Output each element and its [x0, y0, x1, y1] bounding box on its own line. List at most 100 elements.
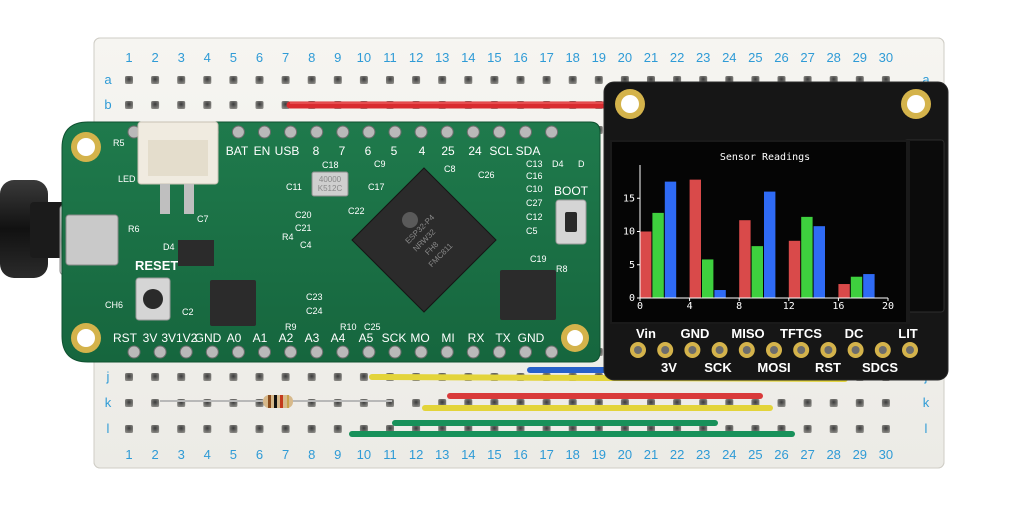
- display-pin: [851, 346, 860, 354]
- bottom-pin-label: RST: [113, 331, 138, 345]
- flash-chip: [500, 270, 556, 320]
- column-number-bottom: 8: [308, 447, 315, 462]
- chart-bar: [850, 276, 863, 298]
- top-pin-label: 4: [419, 144, 426, 158]
- breadboard-hole: [386, 76, 394, 84]
- breadboard-hole: [151, 399, 160, 407]
- regulator: [178, 240, 214, 266]
- column-number-bottom: 11: [383, 447, 397, 462]
- breadboard-hole: [412, 399, 421, 407]
- esp32-p4-chip: ESP32-P4 NRW32 FH8 FMC811: [351, 167, 497, 313]
- bottom-pin-label: A0: [227, 331, 242, 345]
- crystal-text: 40000: [319, 175, 342, 184]
- label-r5: R5: [113, 138, 125, 148]
- column-number-top: 3: [178, 50, 185, 65]
- column-number-bottom: 26: [774, 447, 788, 462]
- column-number-top: 27: [800, 50, 814, 65]
- column-number-bottom: 4: [204, 447, 211, 462]
- bottom-pin-label: 3V: [143, 331, 158, 345]
- display-pin-label-top: Vin: [636, 326, 656, 341]
- top-pin-label: 5: [391, 144, 398, 158]
- crystal: [311, 171, 349, 197]
- header-pin: [336, 345, 350, 359]
- red-jumper-wire-top: [286, 101, 634, 109]
- display-pin-label-top: MISO: [731, 326, 764, 341]
- column-number-bottom: 10: [357, 447, 371, 462]
- display-header-pins: [630, 342, 918, 358]
- top-pin-label: 25: [441, 144, 455, 158]
- header-pin: [179, 345, 193, 359]
- column-number-top: 11: [383, 50, 397, 65]
- breadboard-hole: [151, 101, 160, 109]
- display-pin: [797, 346, 806, 354]
- label-c27: C27: [526, 198, 543, 208]
- header-pin: [205, 345, 219, 359]
- header-pin: [519, 125, 532, 139]
- bottom-pin-label: MO: [410, 331, 429, 345]
- jst-battery-connector: [137, 121, 219, 214]
- display-pin: [770, 346, 778, 354]
- breadboard-hole: [803, 399, 812, 407]
- label-d4b: D4: [552, 159, 564, 169]
- header-pin: [388, 125, 402, 139]
- chart-bar: [751, 246, 763, 298]
- column-number-bottom: 2: [151, 447, 158, 462]
- breadboard-hole: [229, 76, 238, 84]
- x-tick-label: 12: [783, 301, 795, 312]
- resistor: [160, 395, 392, 408]
- breadboard-hole: [151, 425, 160, 433]
- x-tick-label: 16: [832, 301, 844, 312]
- breadboard-hole: [125, 425, 133, 433]
- label-c25: C25: [364, 322, 381, 332]
- header-pin: [492, 125, 506, 139]
- y-tick-label: 10: [623, 227, 635, 238]
- breadboard-hole: [777, 399, 786, 407]
- row-letter-left: b: [104, 97, 111, 112]
- breadboard-hole: [203, 425, 212, 433]
- breadboard-hole: [307, 373, 316, 381]
- breadboard-hole: [594, 76, 603, 84]
- header-pin: [153, 345, 167, 359]
- breadboard-hole: [855, 425, 864, 433]
- chart-bar: [664, 181, 677, 298]
- y-tick-label: 0: [629, 293, 635, 304]
- boot-button[interactable]: [555, 199, 587, 245]
- chart-bar: [640, 231, 652, 298]
- chart-bar: [801, 216, 813, 298]
- breadboard-hole: [803, 425, 812, 433]
- breadboard-hole: [490, 76, 499, 84]
- column-number-top: 4: [204, 50, 211, 65]
- breadboard-hole: [307, 76, 316, 84]
- chart-bars: [640, 179, 875, 298]
- label-c23: C23: [306, 292, 323, 302]
- chart-bar: [702, 259, 714, 298]
- x-tick-label: 8: [736, 301, 742, 312]
- column-number-bottom: 17: [539, 447, 553, 462]
- breadboard-hole: [281, 425, 290, 433]
- label-c16: C16: [526, 171, 543, 181]
- label-led: LED: [118, 174, 136, 184]
- label-c7: C7: [197, 214, 209, 224]
- breadboard-hole: [255, 76, 264, 84]
- label-c8: C8: [444, 164, 456, 174]
- breadboard-hole: [829, 425, 838, 433]
- header-pin: [284, 125, 298, 139]
- header-pin: [466, 125, 480, 139]
- breadboard-hole: [151, 76, 160, 84]
- label-r4: R4: [282, 232, 294, 242]
- column-number-bottom: 27: [800, 447, 814, 462]
- label-r8: R8: [556, 264, 568, 274]
- header-pin: [258, 125, 271, 139]
- header-pin: [414, 125, 428, 139]
- label-c19: C19: [530, 254, 547, 264]
- bottom-pin-label: A2: [279, 331, 294, 345]
- column-number-bottom: 24: [722, 447, 736, 462]
- reset-button[interactable]: [135, 277, 171, 321]
- breadboard-hole: [281, 76, 290, 84]
- top-pin-label: EN: [254, 144, 271, 158]
